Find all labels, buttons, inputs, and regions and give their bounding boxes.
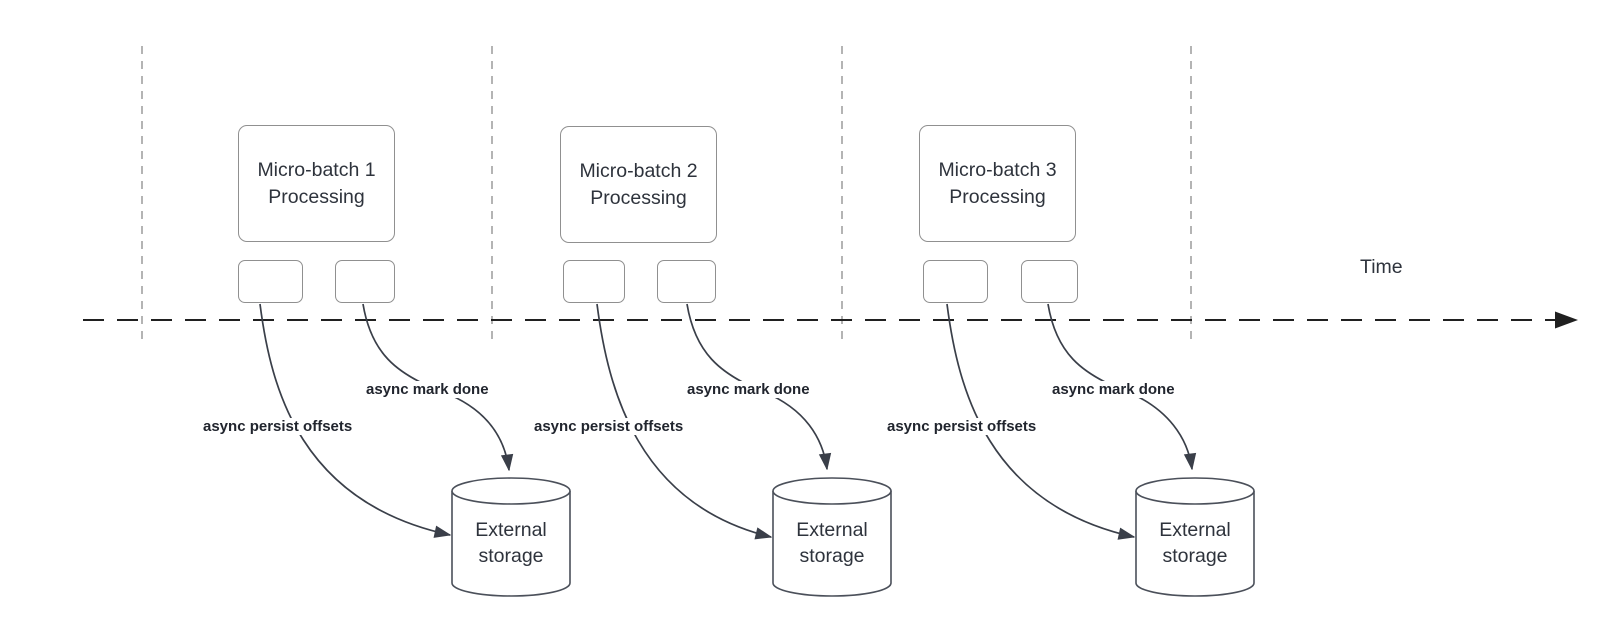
external-storage-cylinder-2	[772, 477, 892, 597]
offset-task-box-2	[563, 260, 625, 303]
microbatch-2-processing-node: Micro-batch 2 Processing	[560, 126, 717, 243]
commit-task-box-1	[335, 260, 395, 303]
offset-task-box-3	[923, 260, 988, 303]
commit-task-box-3	[1021, 260, 1078, 303]
microbatch-1-title-line1: Micro-batch 1	[257, 158, 376, 181]
offset-task-box-1	[238, 260, 303, 303]
microbatch-3-title-line2: Processing	[949, 185, 1046, 208]
time-axis-arrowhead-icon	[1555, 311, 1578, 329]
microbatch-2-title-line1: Micro-batch 2	[579, 159, 698, 182]
persist-offsets-arrow-1	[259, 303, 450, 535]
persist-offsets-arrow-2	[596, 303, 771, 537]
microbatch-3-title-line1: Micro-batch 3	[938, 158, 1057, 181]
mark-done-label-1: async mark done	[364, 381, 491, 398]
commit-task-box-2	[657, 260, 716, 303]
persist-offsets-label-1: async persist offsets	[201, 418, 355, 435]
persist-offsets-label-3: async persist offsets	[885, 418, 1039, 435]
persist-offsets-label-2: async persist offsets	[532, 418, 686, 435]
mark-done-label-2: async mark done	[685, 381, 812, 398]
microbatch-2-title-line2: Processing	[590, 186, 687, 209]
external-storage-cylinder-1	[451, 477, 571, 597]
microbatch-1-title-line2: Processing	[268, 185, 365, 208]
external-storage-label-2: External storage	[796, 519, 868, 567]
microbatch-3-processing-node: Micro-batch 3 Processing	[919, 125, 1076, 242]
external-storage-cylinder-3	[1135, 477, 1255, 597]
mark-done-label-3: async mark done	[1050, 381, 1177, 398]
external-storage-label-1: External storage	[475, 519, 547, 567]
microbatch-1-processing-node: Micro-batch 1 Processing	[238, 125, 395, 242]
time-axis-label: Time	[1360, 256, 1403, 278]
persist-offsets-arrow-3	[946, 303, 1134, 537]
external-storage-label-3: External storage	[1159, 519, 1231, 567]
